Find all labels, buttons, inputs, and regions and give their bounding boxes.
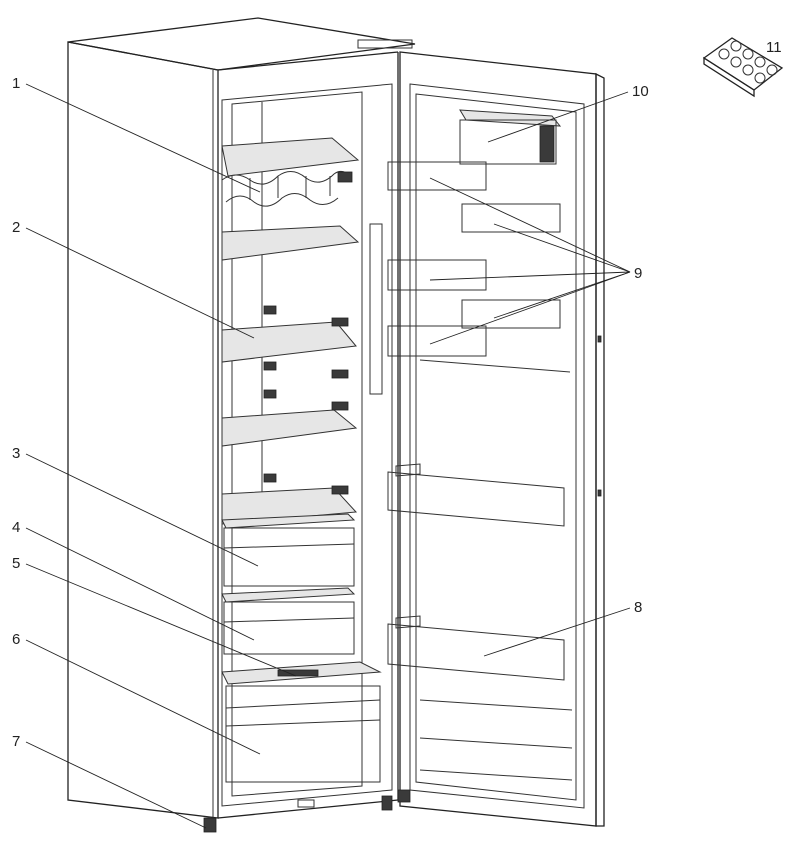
callout-2: 2 xyxy=(12,219,20,236)
callout-5: 5 xyxy=(12,555,20,572)
bottom-drawer xyxy=(221,661,382,783)
egg-tray xyxy=(702,37,784,98)
glass-shelves xyxy=(221,225,360,525)
crisper-drawers xyxy=(221,513,356,655)
callout-9: 9 xyxy=(634,265,642,282)
open-door xyxy=(397,51,605,827)
door-box-with-lid xyxy=(459,109,562,165)
cabinet xyxy=(67,17,416,833)
large-door-shelves xyxy=(387,463,565,681)
callout-7: 7 xyxy=(12,733,20,750)
callout-1: 1 xyxy=(12,75,20,92)
callout-labels: 1 2 3 4 5 6 7 8 9 10 11 xyxy=(12,39,782,750)
light-strip xyxy=(369,223,383,395)
callout-10: 10 xyxy=(632,83,649,100)
callout-4: 4 xyxy=(12,519,20,536)
leader-lines xyxy=(25,83,631,829)
callout-3: 3 xyxy=(12,445,20,462)
callout-6: 6 xyxy=(12,631,20,648)
callout-11: 11 xyxy=(766,39,782,56)
small-door-shelves xyxy=(387,161,561,357)
wine-rack xyxy=(221,137,360,207)
callout-8: 8 xyxy=(634,599,642,616)
